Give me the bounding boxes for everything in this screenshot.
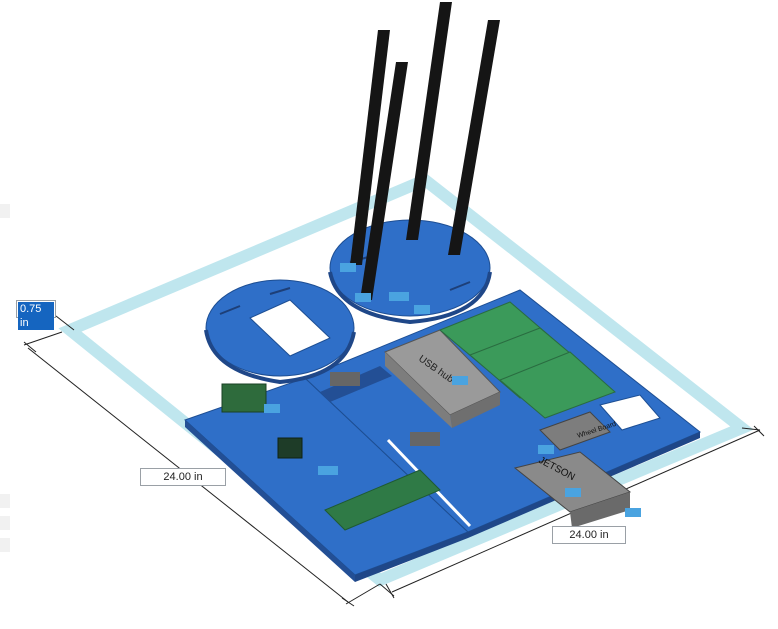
round-plate-left[interactable] <box>204 279 356 385</box>
base-plate-left[interactable] <box>184 377 469 582</box>
left-panel-tab[interactable] <box>0 538 10 552</box>
depth-dimension-label[interactable]: 24.00 in <box>552 526 626 544</box>
green-boards[interactable] <box>439 301 616 419</box>
terminal-strip[interactable] <box>324 469 441 531</box>
jetson-box[interactable]: JETSON Wheel Board <box>513 411 632 528</box>
left-panel-tab[interactable] <box>0 494 10 508</box>
usb-hub-box[interactable]: USB hub <box>384 329 501 428</box>
vertical-rods[interactable] <box>350 2 500 300</box>
left-panel-tab[interactable] <box>0 516 10 530</box>
left-panel-tab[interactable] <box>0 204 10 218</box>
thickness-dimension-input[interactable]: 0.75 in <box>16 300 56 330</box>
small-modules[interactable] <box>221 372 440 459</box>
constraint-icons[interactable] <box>264 263 641 517</box>
width-dimension-label[interactable]: 24.00 in <box>140 468 226 486</box>
